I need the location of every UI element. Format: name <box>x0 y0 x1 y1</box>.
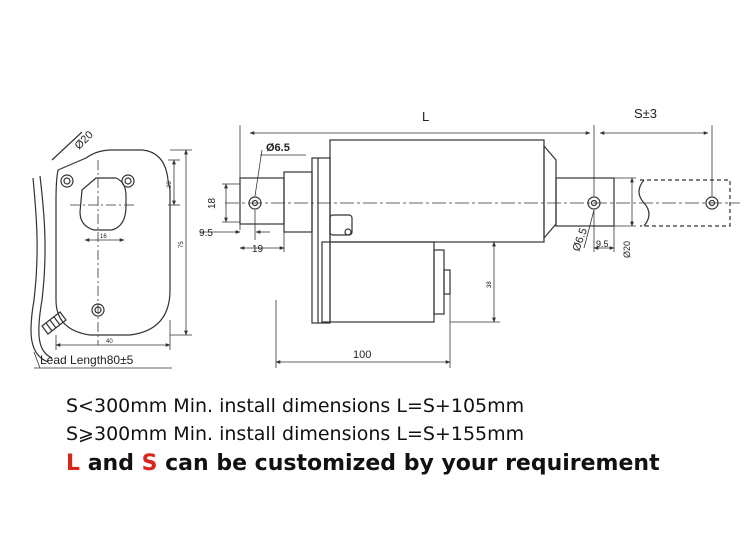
dim-9-5-right: 9.5 <box>596 239 609 249</box>
lead-wire <box>30 177 49 363</box>
dim-length-100: 100 <box>353 349 371 361</box>
dim-width-40: 40 <box>106 339 113 345</box>
dim-S: S±3 <box>634 106 657 121</box>
side-view <box>30 131 192 369</box>
dim-length-19: 19 <box>252 244 264 255</box>
gear-housing <box>311 157 331 324</box>
dim-height-75: 75 <box>179 241 185 248</box>
dim-width-16: 16 <box>100 234 107 240</box>
dim-height-18: 18 <box>207 197 218 209</box>
lead-length-label: Lead Length80±5 <box>40 353 134 367</box>
dim-motor-38: 38 <box>487 281 493 288</box>
piston-rod <box>555 177 615 227</box>
motor <box>321 241 435 323</box>
install-note-long: S⩾300mm Min. install dimensions L=S+155m… <box>66 423 525 445</box>
customize-S: S <box>141 451 158 476</box>
customize-note: L and S can be customized by your requir… <box>66 451 660 476</box>
install-note-short: S<300mm Min. install dimensions L=S+105m… <box>66 395 525 417</box>
customize-and: and <box>80 451 142 476</box>
customize-rest: can be customized by your requirement <box>157 451 660 476</box>
side-window <box>79 177 127 231</box>
dim-9-5-left: 9.5 <box>199 228 213 239</box>
main-tube <box>329 139 545 243</box>
dimension-labels: L S±3 Ø6.5 Ø6.5 Ø20 Ø20 18 9.5 9.5 19 10… <box>40 106 657 367</box>
dim-rod-dia: Ø20 <box>622 241 632 258</box>
dim-hole-dia-top: Ø6.5 <box>266 142 290 154</box>
dim-hole-dia-rod: Ø6.5 <box>571 227 590 254</box>
dim-height-20: 20 <box>167 181 173 188</box>
rear-clevis <box>239 177 285 225</box>
dim-side-dia: Ø20 <box>73 129 96 152</box>
side-body <box>55 149 171 336</box>
customize-L: L <box>66 451 81 476</box>
front-view <box>200 125 740 368</box>
dim-L: L <box>422 109 429 124</box>
